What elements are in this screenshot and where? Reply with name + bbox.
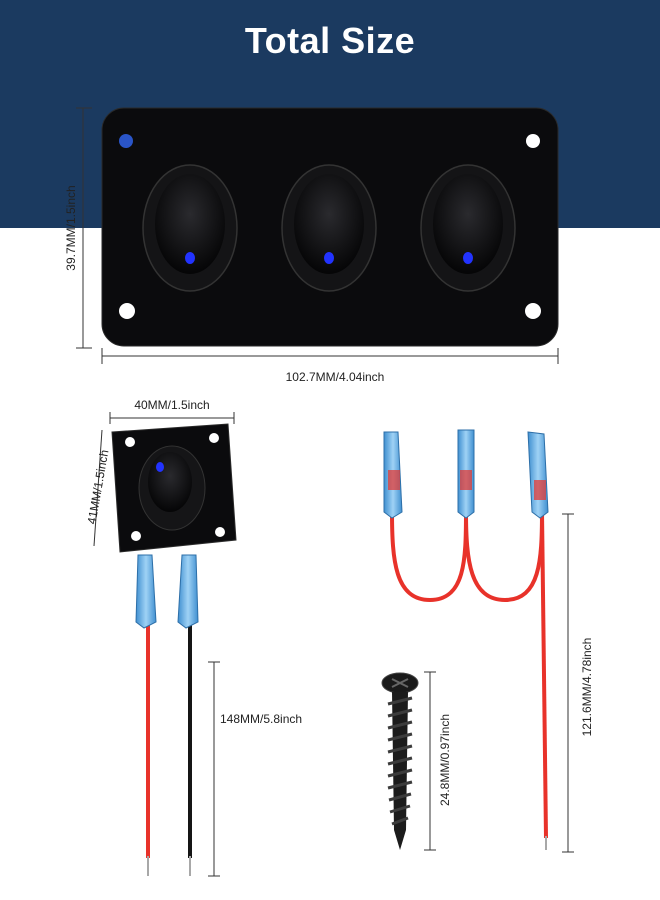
self-tapping-screw (381, 672, 419, 850)
single-switch-dimension-lines (93, 412, 235, 877)
wire-length-label: 148MM/5.8inch (220, 712, 303, 726)
screw-length-label: 24.8MM/0.97inch (438, 713, 452, 807)
jumper-wire (383, 429, 549, 850)
led-indicator (463, 252, 473, 264)
single-switch-width-label: 40MM/1.5inch (134, 398, 210, 412)
spade-connector (177, 554, 199, 629)
mounting-hole (209, 433, 219, 443)
panel-dimension-lines (76, 107, 559, 364)
rocker-switch (281, 164, 377, 292)
mounting-hole (119, 303, 135, 319)
page-title: Total Size (244, 20, 416, 61)
mounting-hole (125, 437, 135, 447)
mounting-hole (525, 303, 541, 319)
jumper-length-label: 121.6MM/4.78inch (580, 637, 594, 737)
rocker-switch (142, 164, 238, 292)
led-indicator (324, 252, 334, 264)
screw-dimension-lines (424, 671, 436, 851)
jumper-dimension-lines (562, 513, 574, 853)
led-indicator (185, 252, 195, 264)
led-indicator (156, 462, 164, 472)
mounting-hole (119, 134, 133, 148)
mounting-hole (526, 134, 540, 148)
rocker-switch (420, 164, 516, 292)
spade-connector (135, 554, 157, 629)
panel-width-label: 102.7MM/4.04inch (285, 370, 385, 384)
three-switch-panel (101, 107, 559, 347)
spade-connector (527, 431, 549, 519)
single-switch (111, 423, 237, 876)
mounting-hole (131, 531, 141, 541)
panel-height-label: 39.7MM/1.5inch (64, 185, 78, 271)
mounting-hole (215, 527, 225, 537)
